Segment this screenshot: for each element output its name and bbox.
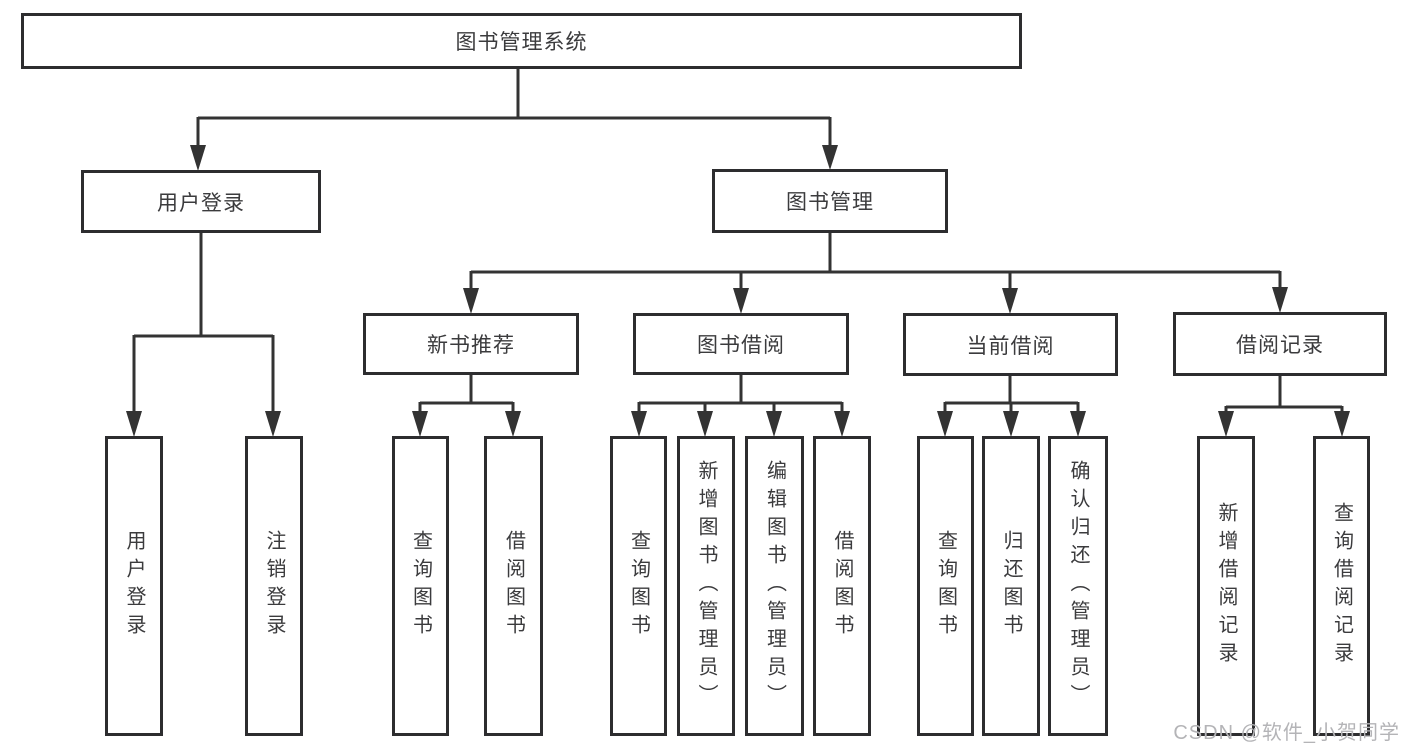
node-new-book-recommend: 新书推荐: [363, 313, 579, 375]
node-label: 查询图书: [409, 530, 432, 642]
node-label: 归还图书: [1000, 530, 1022, 642]
leaf-logout: 注销登录: [245, 436, 303, 736]
node-label: 图书借阅: [697, 334, 785, 357]
node-current-borrow: 当前借阅: [903, 313, 1118, 376]
leaf-query-books-2: 查询图书: [610, 436, 667, 736]
node-root: 图书管理系统: [21, 13, 1022, 69]
leaf-return-book: 归还图书: [982, 436, 1040, 736]
node-label: 确认归还（管理员）: [1067, 460, 1089, 712]
leaf-query-books-3: 查询图书: [917, 436, 974, 736]
node-label: 借阅图书: [831, 530, 853, 642]
leaf-edit-book-admin: 编辑图书（管理员）: [745, 436, 804, 736]
leaf-borrow-books-2: 借阅图书: [813, 436, 871, 736]
leaf-query-books-1: 查询图书: [392, 436, 449, 736]
node-book-management: 图书管理: [712, 169, 948, 233]
node-label: 用户登录: [123, 530, 145, 642]
leaf-borrow-books-1: 借阅图书: [484, 436, 543, 736]
leaf-add-book-admin: 新增图书（管理员）: [677, 436, 735, 736]
node-book-borrow: 图书借阅: [633, 313, 849, 375]
node-label: 借阅记录: [1236, 334, 1324, 357]
node-label: 查询图书: [934, 530, 957, 642]
node-label: 图书管理: [786, 191, 874, 214]
node-label: 用户登录: [157, 191, 245, 215]
node-label: 借阅图书: [502, 530, 525, 642]
leaf-add-borrow-record: 新增借阅记录: [1197, 436, 1255, 736]
node-label: 查询图书: [627, 530, 650, 642]
watermark-text: CSDN @软件_小贺同学: [1173, 722, 1400, 744]
node-label: 注销登录: [263, 530, 285, 642]
node-label: 新书推荐: [427, 334, 515, 357]
leaf-query-borrow-record: 查询借阅记录: [1313, 436, 1370, 736]
node-label: 新增借阅记录: [1215, 502, 1237, 670]
node-label: 当前借阅: [966, 334, 1055, 358]
arrowheads: [126, 145, 1350, 437]
node-user-login: 用户登录: [81, 170, 321, 233]
leaf-user-login: 用户登录: [105, 436, 163, 736]
node-label: 图书管理系统: [455, 31, 588, 54]
leaf-confirm-return-admin: 确认归还（管理员）: [1048, 436, 1108, 736]
node-label: 新增图书（管理员）: [695, 460, 717, 712]
node-label: 查询借阅记录: [1330, 502, 1353, 670]
node-borrow-records: 借阅记录: [1173, 312, 1387, 376]
node-label: 编辑图书（管理员）: [763, 460, 786, 712]
